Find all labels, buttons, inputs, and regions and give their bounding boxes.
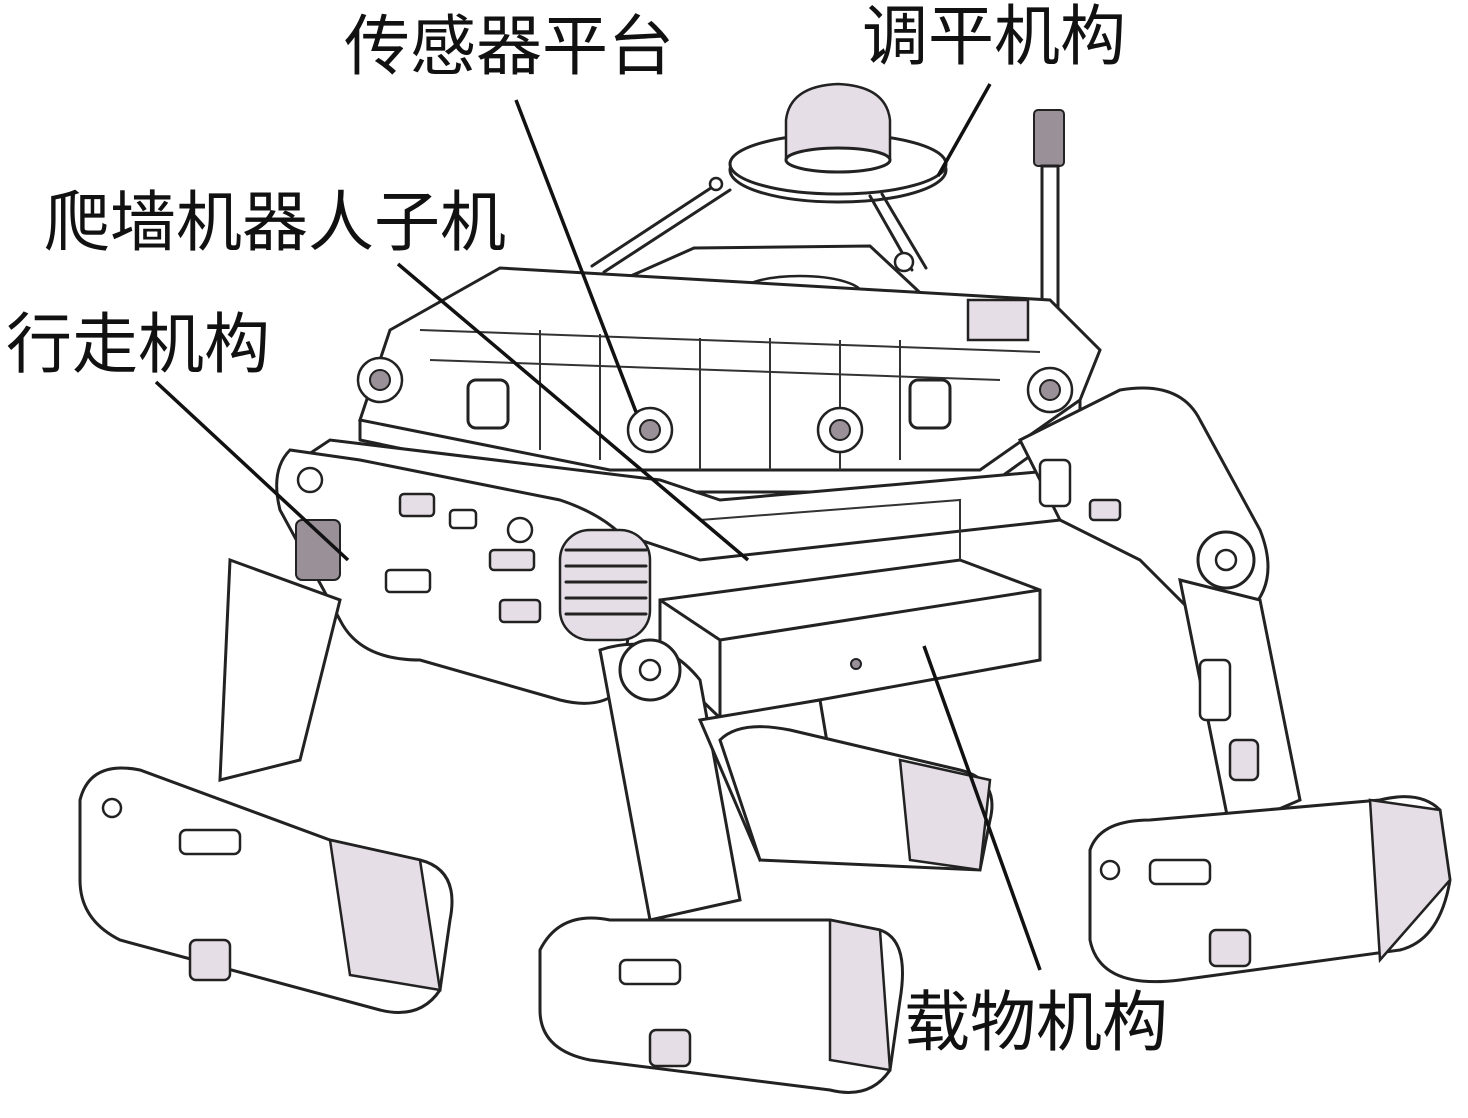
leader-child-robot (396, 262, 750, 562)
label-leveling-mechanism: 调平机构 (862, 0, 1126, 75)
legs (218, 557, 1302, 922)
antenna (1033, 109, 1065, 318)
right-leg-frame (1017, 386, 1270, 622)
label-carrying-mechanism: 载物机构 (904, 984, 1168, 1061)
leveling-rods (590, 176, 928, 274)
feet (78, 725, 1452, 1094)
leader-leveling (936, 83, 992, 177)
label-child-robot: 爬墙机器人子机 (44, 184, 506, 261)
left-leg-frame (275, 448, 642, 705)
sensor-dome (728, 82, 948, 204)
leader-sensor-platform (514, 99, 638, 413)
leader-walking (154, 380, 350, 562)
upper-frame (356, 266, 1102, 494)
leader-lines (154, 83, 1042, 971)
label-sensor-platform: 传感器平台 (344, 8, 674, 85)
label-walking-mechanism: 行走机构 (6, 306, 270, 383)
leader-carrying (922, 645, 1042, 971)
